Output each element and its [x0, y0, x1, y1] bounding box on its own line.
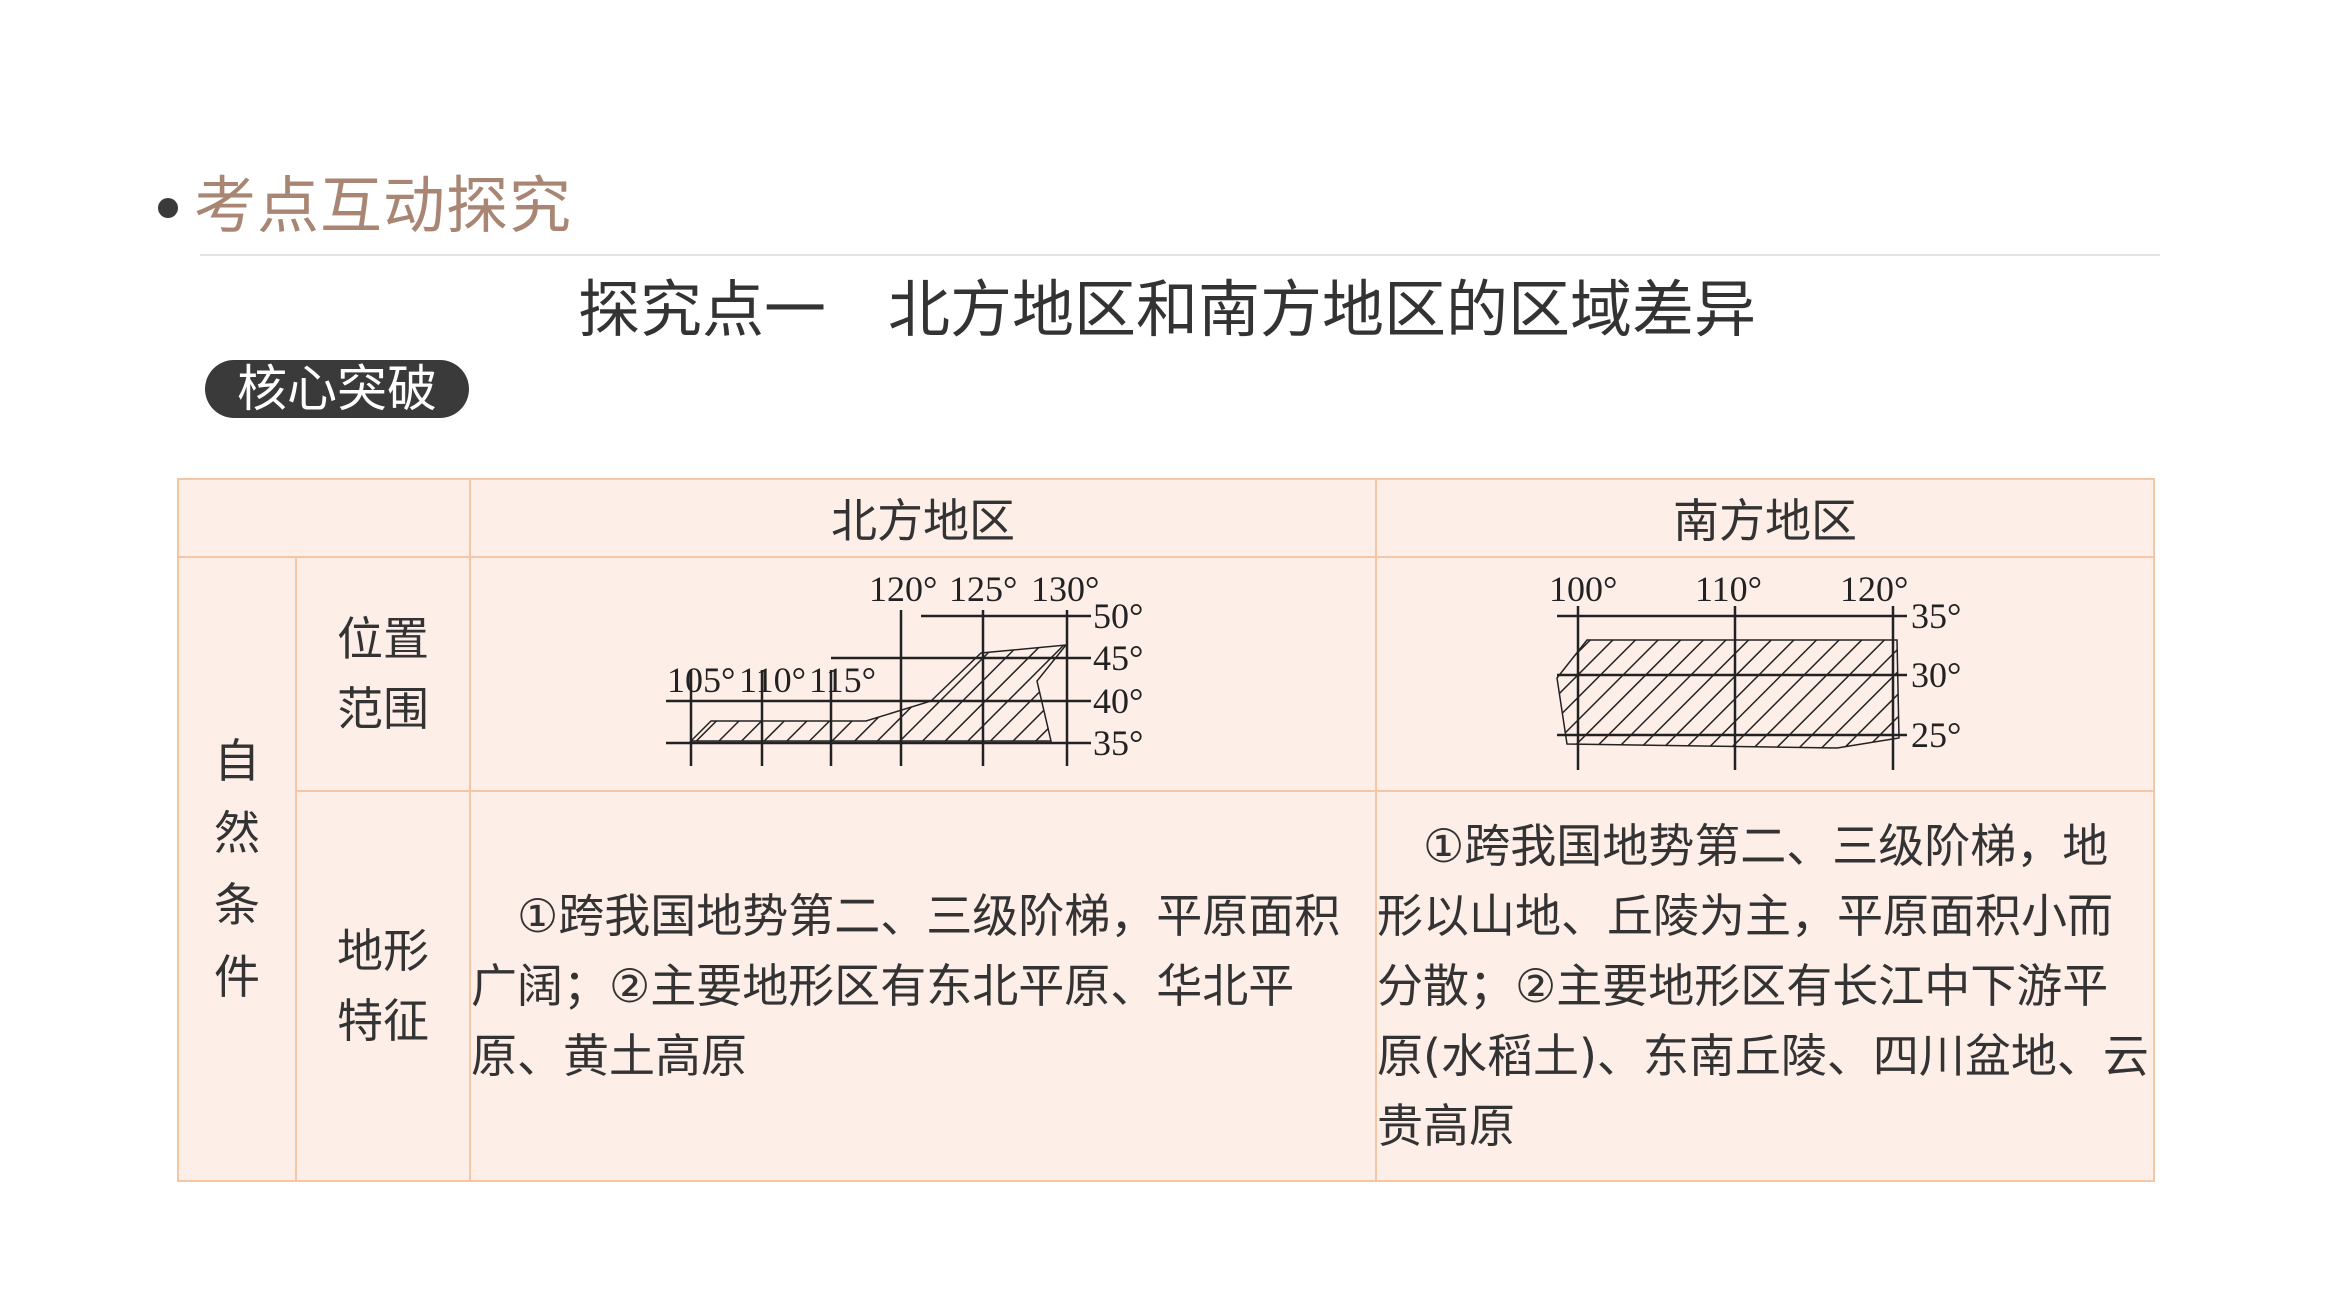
- north-lat-label: 35°: [1093, 723, 1143, 763]
- north-lon-label: 110°: [739, 660, 806, 700]
- north-lon-label: 120°: [869, 569, 937, 609]
- section-title: 考点互动探究: [194, 169, 573, 242]
- table-row-location: 自 然 条 件 位置 范围: [177, 556, 2155, 1182]
- group-label-char: 条: [214, 878, 260, 932]
- group-label-char: 然: [214, 806, 260, 860]
- north-lon-label: 125°: [949, 569, 1017, 609]
- header-south: 南方地区: [1375, 478, 2155, 558]
- table-header-row: 北方地区 南方地区: [177, 478, 2155, 558]
- header-corner-cell: [177, 478, 471, 558]
- section-divider: [200, 254, 2160, 256]
- row-label-line: 特征: [337, 994, 429, 1048]
- south-terrain-text: ①跨我国地势第二、三级阶梯，地形以山地、丘陵为主，平原面积小而分散；②主要地形区…: [1375, 790, 2155, 1182]
- page-title: 探究点一 北方地区和南方地区的区域差异: [578, 273, 1757, 346]
- row-label-terrain: 地形 特征: [295, 790, 471, 1182]
- south-lat-label: 25°: [1911, 715, 1961, 755]
- north-terrain-content: ①跨我国地势第二、三级阶梯，平原面积广阔；②主要地形区有东北平原、华北平原、黄土…: [471, 889, 1341, 1083]
- north-location-map: 120° 125° 130° 105° 110° 115° 50° 45° 40…: [666, 569, 1143, 766]
- south-lon-label: 120°: [1840, 569, 1908, 609]
- comparison-table: 北方地区 南方地区 自 然 条 件 位置 范围: [177, 478, 2155, 1182]
- north-lat-label: 45°: [1093, 638, 1143, 678]
- section-bullet: [158, 198, 178, 218]
- table-row-terrain: 地形 特征 ①跨我国地势第二、三级阶梯，平原面积广阔；②主要地形区有东北平原、华…: [178, 790, 2155, 1182]
- south-terrain-content: ①跨我国地势第二、三级阶梯，地形以山地、丘陵为主，平原面积小而分散；②主要地形区…: [1377, 819, 2149, 1153]
- group-label-char: 自: [214, 734, 260, 788]
- north-lon-label: 105°: [667, 660, 735, 700]
- header-north: 北方地区: [469, 478, 1377, 558]
- row-label-line: 位置: [337, 612, 429, 666]
- core-badge: 核心突破: [205, 360, 469, 418]
- south-region-hatch: [1556, 639, 1900, 749]
- north-location-map-cell: 120° 125° 130° 105° 110° 115° 50° 45° 40…: [469, 556, 1377, 792]
- south-lat-label: 35°: [1911, 596, 1961, 636]
- group-label-char: 件: [214, 950, 260, 1004]
- south-lon-label: 100°: [1549, 569, 1617, 609]
- north-lon-label: 130°: [1031, 569, 1099, 609]
- row-label-line: 地形: [337, 924, 429, 978]
- row-label-line: 范围: [337, 682, 429, 736]
- south-lon-label: 110°: [1695, 569, 1762, 609]
- north-terrain-text: ①跨我国地势第二、三级阶梯，平原面积广阔；②主要地形区有东北平原、华北平原、黄土…: [469, 790, 1377, 1182]
- row-label-location: 位置 范围: [295, 556, 471, 792]
- north-lat-label: 40°: [1093, 681, 1143, 721]
- south-location-map: 100° 110° 120° 35° 30° 25°: [1549, 569, 1961, 770]
- group-label-natural-conditions: 自 然 条 件: [177, 556, 297, 1182]
- north-lat-label: 50°: [1093, 596, 1143, 636]
- south-lat-label: 30°: [1911, 655, 1961, 695]
- north-lon-label: 115°: [809, 660, 876, 700]
- south-location-map-cell: 100° 110° 120° 35° 30° 25°: [1375, 556, 2155, 792]
